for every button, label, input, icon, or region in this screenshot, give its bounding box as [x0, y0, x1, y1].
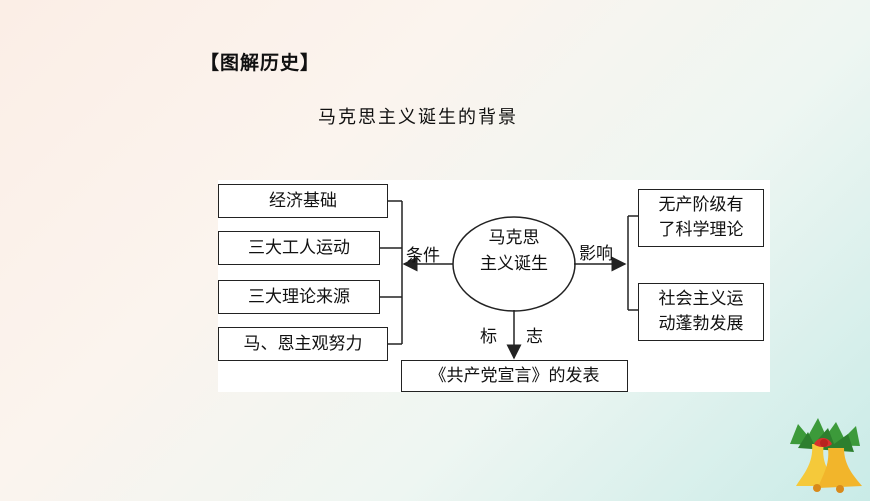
influence-scientific-theory: 无产阶级有 了科学理论 [638, 189, 764, 247]
center-node: 马克思 主义诞生 [464, 226, 564, 277]
slide-heading: 【图解历史】 [200, 52, 321, 74]
condition-theory-sources: 三大理论来源 [218, 280, 380, 314]
condition-workers-movements: 三大工人运动 [218, 231, 380, 265]
influence-1-line-2: 了科学理论 [658, 220, 744, 240]
center-line-2: 主义诞生 [480, 253, 548, 274]
center-line-1: 马克思 [488, 228, 540, 248]
influence-2-line-2: 动蓬勃发展 [658, 314, 744, 334]
influence-label: 影响 [579, 244, 613, 264]
condition-economic-base: 经济基础 [218, 184, 388, 218]
influence-2-line-1: 社会主义运 [658, 289, 744, 310]
influence-1-line-1: 无产阶级有 [658, 195, 744, 216]
mark-label-char-2: 志 [526, 327, 543, 347]
influence-socialist-movement: 社会主义运 动蓬勃发展 [638, 283, 764, 341]
manifesto-publication: 《共产党宣言》的发表 [401, 360, 628, 392]
diagram-subtitle: 马克思主义诞生的背景 [318, 107, 518, 128]
concept-diagram: 马克思 主义诞生 经济基础 三大工人运动 三大理论来源 马、恩主观努力 条件 影… [218, 180, 770, 392]
condition-subjective-effort: 马、恩主观努力 [218, 327, 388, 361]
connector-lines [380, 200, 638, 360]
christmas-bells-icon [790, 418, 862, 493]
mark-label-char-1: 标 [480, 327, 497, 347]
conditions-label: 条件 [406, 246, 440, 266]
